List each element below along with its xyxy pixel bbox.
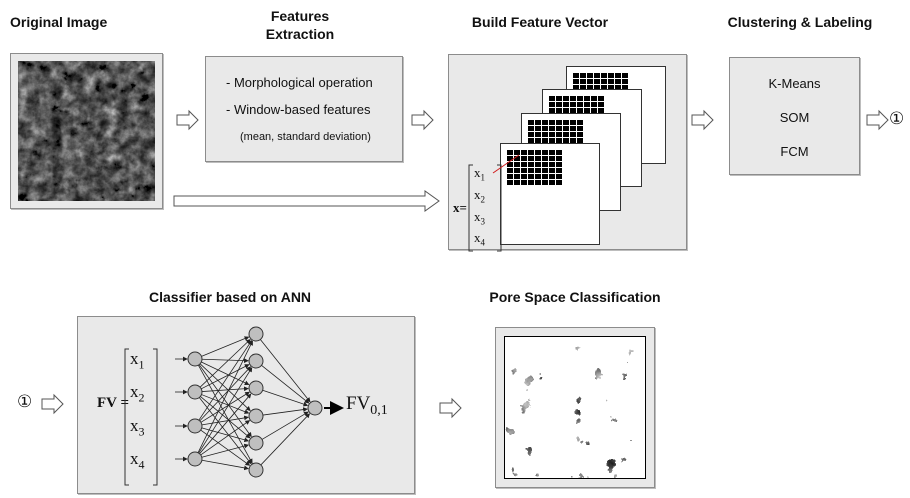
vector-element: x2 [474, 187, 485, 205]
connector-symbol-top: ① [889, 109, 905, 129]
build-feature-vector-box: x= x1 x2 x3 x4 [448, 54, 687, 252]
title-features-extraction-1: Features [270, 8, 330, 24]
title-clustering-labeling: Clustering & Labeling [727, 14, 873, 30]
network-connection [198, 364, 252, 438]
method-kmeans: K-Means [768, 76, 821, 91]
hidden-neuron [248, 462, 264, 478]
input-element: x4 [130, 449, 145, 472]
network-connection [201, 415, 249, 426]
network-connection [260, 413, 311, 466]
network-connection [200, 429, 251, 466]
vector-element: x4 [474, 230, 485, 248]
input-neuron [187, 384, 203, 400]
feature-mean-std: (mean, standard deviation) [240, 131, 371, 143]
network-connection [199, 393, 252, 454]
network-connection [200, 391, 250, 423]
arrow-right-icon [411, 109, 434, 131]
title-pore-space-classification: Pore Space Classification [489, 289, 661, 305]
network-connection [201, 443, 250, 458]
network-connection [198, 397, 252, 465]
hidden-neuron [248, 435, 264, 451]
feature-window-grid [507, 150, 563, 186]
title-build-feature-vector: Build Feature Vector [471, 14, 609, 30]
feature-window-grid [528, 120, 584, 144]
network-connection [201, 358, 249, 364]
network-connection [261, 411, 309, 440]
vector-x-label: x= [453, 200, 467, 215]
ann-classifier-box: FV = x1 x2 x3 x4 FV0,1 [77, 316, 415, 494]
arrow-right-icon [866, 109, 889, 131]
title-original-image: Original Image [10, 14, 108, 30]
output-neuron [307, 400, 323, 416]
original-image [18, 61, 155, 201]
feature-window-based: - Window-based features [226, 102, 371, 117]
method-fcm: FCM [780, 144, 809, 159]
network-connection [262, 389, 309, 407]
title-features-extraction-2: Extraction [265, 26, 335, 42]
clustering-labeling-box: K-Means SOM FCM [729, 57, 860, 175]
long-arrow-icon [173, 190, 440, 212]
feature-morphological: - Morphological operation [226, 75, 373, 90]
input-element: x2 [130, 382, 145, 405]
pixel-pointer-line [492, 154, 520, 174]
input-vector-bracket [124, 348, 158, 486]
connector-symbol-bottom: ① [17, 392, 33, 412]
network-connection [200, 420, 251, 456]
vector-element: x3 [474, 209, 485, 227]
output-label: FV0,1 [346, 393, 388, 418]
network-connection [260, 339, 311, 403]
network-connection [262, 407, 308, 416]
vector-element: x1 [474, 165, 485, 183]
method-som: SOM [779, 110, 810, 125]
network-connection [199, 338, 251, 388]
network-connection [201, 364, 250, 390]
arrow-right-icon [691, 109, 714, 131]
arrow-right-icon [439, 397, 462, 419]
hidden-neuron [248, 380, 264, 396]
network-connection [199, 366, 252, 422]
network-connection [198, 340, 253, 421]
network-connection [261, 365, 310, 404]
original-image-frame [10, 53, 163, 209]
network-connection [197, 340, 253, 453]
feature-card-1 [500, 143, 600, 245]
input-neuron [187, 351, 203, 367]
input-neuron [187, 418, 203, 434]
arrow-right-icon [41, 393, 64, 415]
features-extraction-box: - Morphological operation - Window-based… [205, 56, 403, 162]
input-element: x3 [130, 416, 145, 439]
hidden-neuron [248, 408, 264, 424]
neural-network [175, 326, 344, 478]
network-connection [201, 459, 249, 471]
pore-space-image [504, 336, 646, 479]
network-connection [198, 367, 253, 454]
network-connection [201, 394, 250, 414]
input-neuron [187, 451, 203, 467]
hidden-neuron [248, 326, 264, 342]
network-connection [199, 363, 251, 412]
title-classifier-ann: Classifier based on ANN [148, 289, 312, 305]
network-connection [201, 386, 249, 392]
input-element: x1 [130, 349, 145, 372]
hidden-neuron [248, 353, 264, 369]
network-connection [200, 396, 251, 439]
arrow-right-icon [176, 109, 199, 131]
vector-bracket [468, 164, 502, 252]
network-connection [201, 361, 250, 386]
network-connection [201, 336, 250, 357]
pore-space-frame [495, 327, 655, 488]
